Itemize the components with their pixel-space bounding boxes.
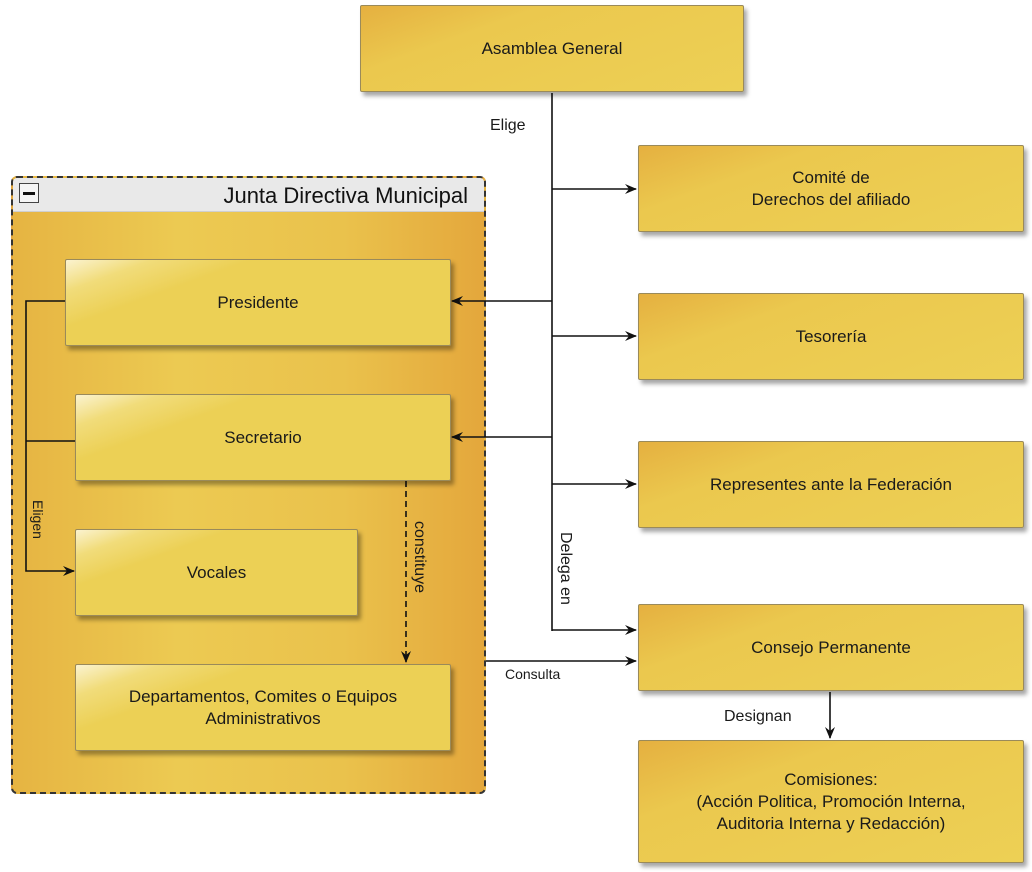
node-representes[interactable]: Representes ante la Federación [638, 441, 1024, 528]
edge-label-designan: Designan [724, 708, 792, 725]
group-header: Junta Directiva Municipal [13, 178, 484, 212]
edge-label-constituye: constituye [411, 521, 428, 594]
node-departamentos[interactable]: Departamentos, Comites o Equipos Adminis… [75, 664, 451, 751]
node-comisiones[interactable]: Comisiones: (Acción Politica, Promoción … [638, 740, 1024, 863]
node-presidente[interactable]: Presidente [65, 259, 451, 346]
edge-label-eligen: Eligen [30, 500, 46, 539]
node-consejo-permanente[interactable]: Consejo Permanente [638, 604, 1024, 691]
node-comite[interactable]: Comité de Derechos del afiliado [638, 145, 1024, 232]
minus-icon[interactable] [19, 183, 39, 203]
edge-label-delega-en: Delega en [557, 532, 574, 605]
edge-label-consulta: Consulta [505, 666, 561, 682]
node-asamblea-general[interactable]: Asamblea General [360, 5, 744, 92]
node-secretario[interactable]: Secretario [75, 394, 451, 481]
node-tesoreria[interactable]: Tesorería [638, 293, 1024, 380]
group-title: Junta Directiva Municipal [223, 183, 468, 208]
edge-label-elige: Elige [490, 117, 526, 134]
node-vocales[interactable]: Vocales [75, 529, 358, 616]
